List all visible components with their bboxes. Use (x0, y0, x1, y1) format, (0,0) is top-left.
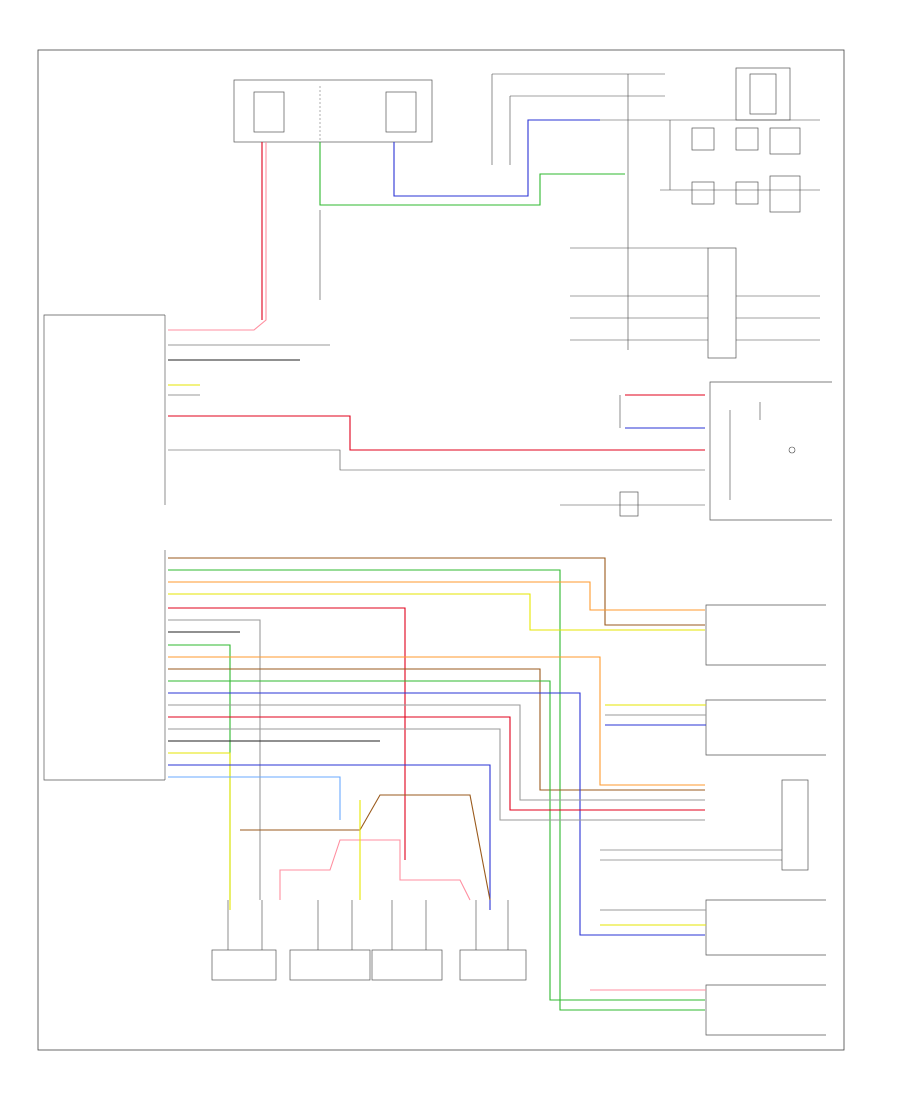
sensor-box-2 (605, 699, 826, 756)
wire-green-fuse (319, 142, 625, 206)
diagram-frame (37, 49, 845, 1051)
bottom-connectors (211, 794, 527, 981)
wire-blue-fuse (393, 119, 600, 197)
instrument-cluster (709, 381, 832, 521)
relay-area (491, 67, 820, 350)
lower-harness (168, 557, 705, 1011)
sensor-box-1 (705, 604, 826, 666)
wire-pink-fuse (168, 142, 267, 331)
sensor-box-3 (600, 899, 826, 956)
connector-block-right (570, 247, 820, 359)
main-module (43, 314, 166, 781)
fuse-box (233, 79, 433, 143)
joint-connector (600, 779, 809, 871)
wire-red-cluster (168, 415, 705, 451)
sensor-box-4 (590, 984, 826, 1036)
